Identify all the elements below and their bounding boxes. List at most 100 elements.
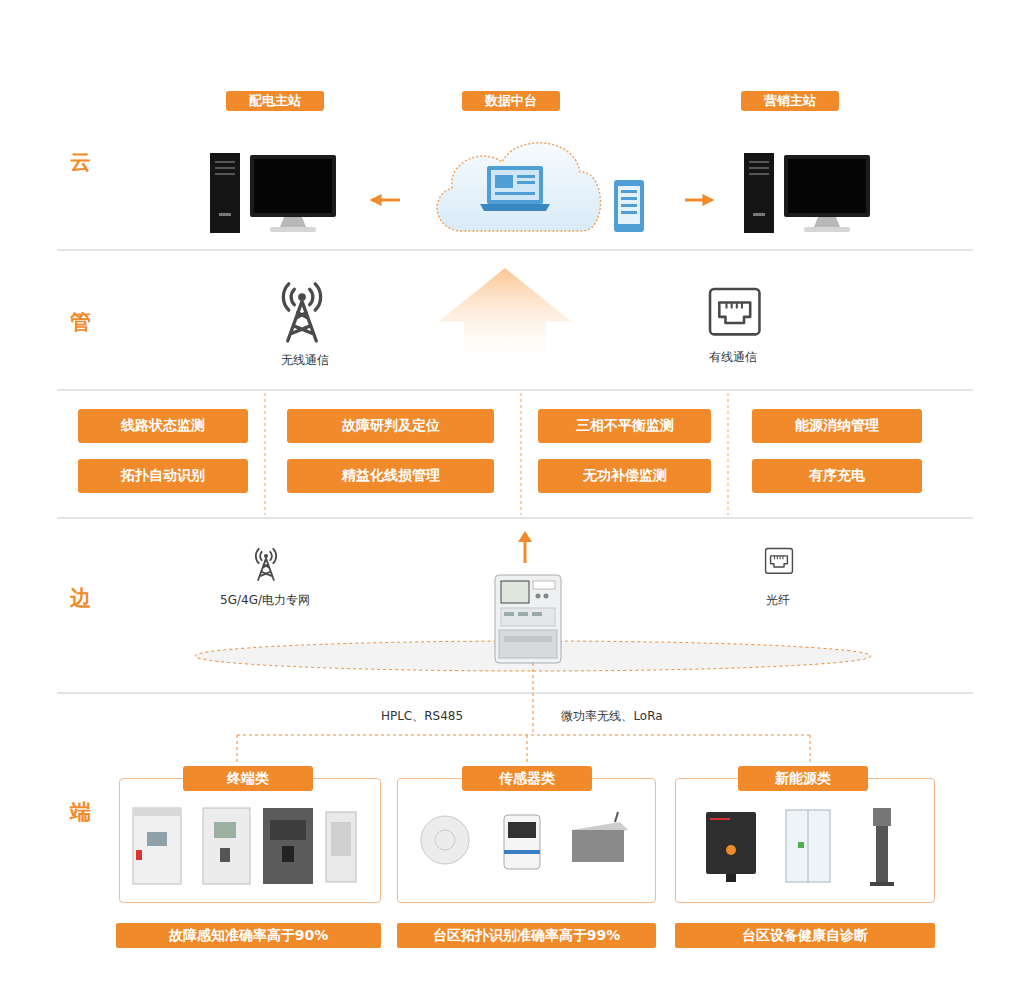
device-group: 新能源类	[675, 778, 935, 903]
new-energy-devices	[798, 842, 804, 848]
meter-device	[501, 581, 529, 603]
phone-icon	[621, 211, 637, 214]
terminal-devices	[270, 820, 306, 840]
function-box: 故障研判及定位	[287, 409, 494, 443]
terminal-devices	[331, 822, 351, 856]
channel-label: 微功率无线、LoRa	[561, 708, 662, 725]
bus-line	[237, 663, 810, 765]
edge-up-arrow	[518, 531, 532, 563]
channel-label: HPLC、RS485	[381, 708, 463, 725]
layer-name: 边	[70, 584, 91, 612]
station-tag: 配电主站	[226, 91, 324, 111]
layer-divider	[57, 518, 973, 519]
terminal-devices	[147, 832, 167, 846]
flow-arrow	[685, 199, 712, 202]
phone-icon	[621, 190, 637, 193]
cloud-icon	[495, 175, 513, 188]
function-box: 线路状态监测	[78, 409, 248, 443]
function-name: 能源消纳管理	[795, 417, 879, 435]
terminal-devices	[282, 846, 294, 862]
cloud-icon	[495, 192, 535, 195]
function-name: 无功补偿监测	[583, 467, 667, 485]
sensor-devices	[435, 830, 455, 850]
layer-divider	[57, 693, 973, 694]
channel-label: 无线通信	[281, 352, 329, 369]
result-bar: 故障感知准确率高于90%	[116, 923, 381, 948]
station-node: 营销主站	[716, 91, 856, 236]
channel-label: 光纤	[766, 592, 790, 609]
cloud-icon	[437, 143, 600, 231]
cloud-icon	[491, 170, 539, 200]
function-box: 能源消纳管理	[752, 409, 922, 443]
terminal-devices	[136, 850, 142, 860]
function-name: 故障研判及定位	[342, 417, 440, 435]
new-energy-devices	[873, 808, 891, 826]
sensor-devices	[421, 812, 628, 869]
wireless-icon	[256, 549, 276, 580]
new-energy-devices	[706, 808, 894, 886]
group-heading: 传感器类	[462, 766, 592, 791]
layer-name: 端	[70, 798, 91, 826]
result-bar: 台区拓扑识别准确率高于99%	[397, 923, 656, 948]
function-box: 精益化线损管理	[287, 459, 494, 493]
cloud-icon	[487, 166, 543, 204]
device-group: 终端类	[119, 778, 381, 903]
new-energy-devices	[786, 810, 830, 882]
phone-icon	[614, 180, 644, 232]
upload-arrow	[438, 268, 572, 368]
sensor-devices	[615, 812, 618, 822]
meter-device	[536, 594, 541, 599]
column-separator	[521, 393, 522, 515]
computer-icon	[210, 153, 336, 233]
terminal-devices	[133, 808, 181, 884]
column-separator	[265, 393, 266, 515]
cloud-icon	[517, 181, 535, 184]
meter-device	[501, 608, 555, 626]
column-separator	[265, 393, 728, 515]
meter-device	[504, 636, 552, 642]
sensor-devices	[572, 830, 624, 862]
new-energy-devices	[726, 845, 736, 855]
station-node: 数据中台	[404, 91, 681, 236]
cloud-icon	[517, 175, 535, 178]
layer-divider	[57, 250, 973, 251]
phone-icon	[621, 197, 637, 200]
group-heading: 终端类	[183, 766, 313, 791]
function-name: 三相不平衡监测	[576, 417, 674, 435]
function-name: 有序充电	[809, 467, 865, 485]
layer-name: 管	[70, 308, 91, 336]
phone-icon	[614, 180, 644, 232]
new-energy-devices	[808, 810, 809, 882]
function-box: 无功补偿监测	[538, 459, 711, 493]
meter-device	[495, 575, 561, 663]
cloud-icon	[437, 143, 600, 231]
function-box: 有序充电	[752, 459, 922, 493]
function-name: 精益化线损管理	[342, 467, 440, 485]
new-energy-devices	[726, 874, 736, 882]
bus-line	[237, 663, 810, 765]
meter-device	[499, 630, 557, 658]
wired-icon	[710, 289, 759, 334]
new-energy-devices	[710, 818, 730, 820]
layer-name: 云	[70, 148, 91, 176]
function-box: 拓扑自动识别	[78, 459, 248, 493]
meter-device	[544, 594, 549, 599]
channel-label: 有线通信	[709, 349, 757, 366]
wireless-icon	[283, 284, 320, 341]
station-tag: 营销主站	[741, 91, 839, 111]
sensor-devices	[421, 816, 469, 864]
terminal-devices	[133, 808, 356, 884]
column-separator	[728, 393, 729, 515]
terminal-devices	[263, 808, 313, 884]
station-tag: 数据中台	[462, 91, 560, 111]
result-bar: 台区设备健康自诊断	[675, 923, 935, 948]
device-group: 传感器类	[397, 778, 656, 903]
meter-device	[533, 581, 555, 589]
function-name: 拓扑自动识别	[121, 467, 205, 485]
flow-arrow	[372, 199, 400, 202]
terminal-devices	[326, 812, 356, 882]
